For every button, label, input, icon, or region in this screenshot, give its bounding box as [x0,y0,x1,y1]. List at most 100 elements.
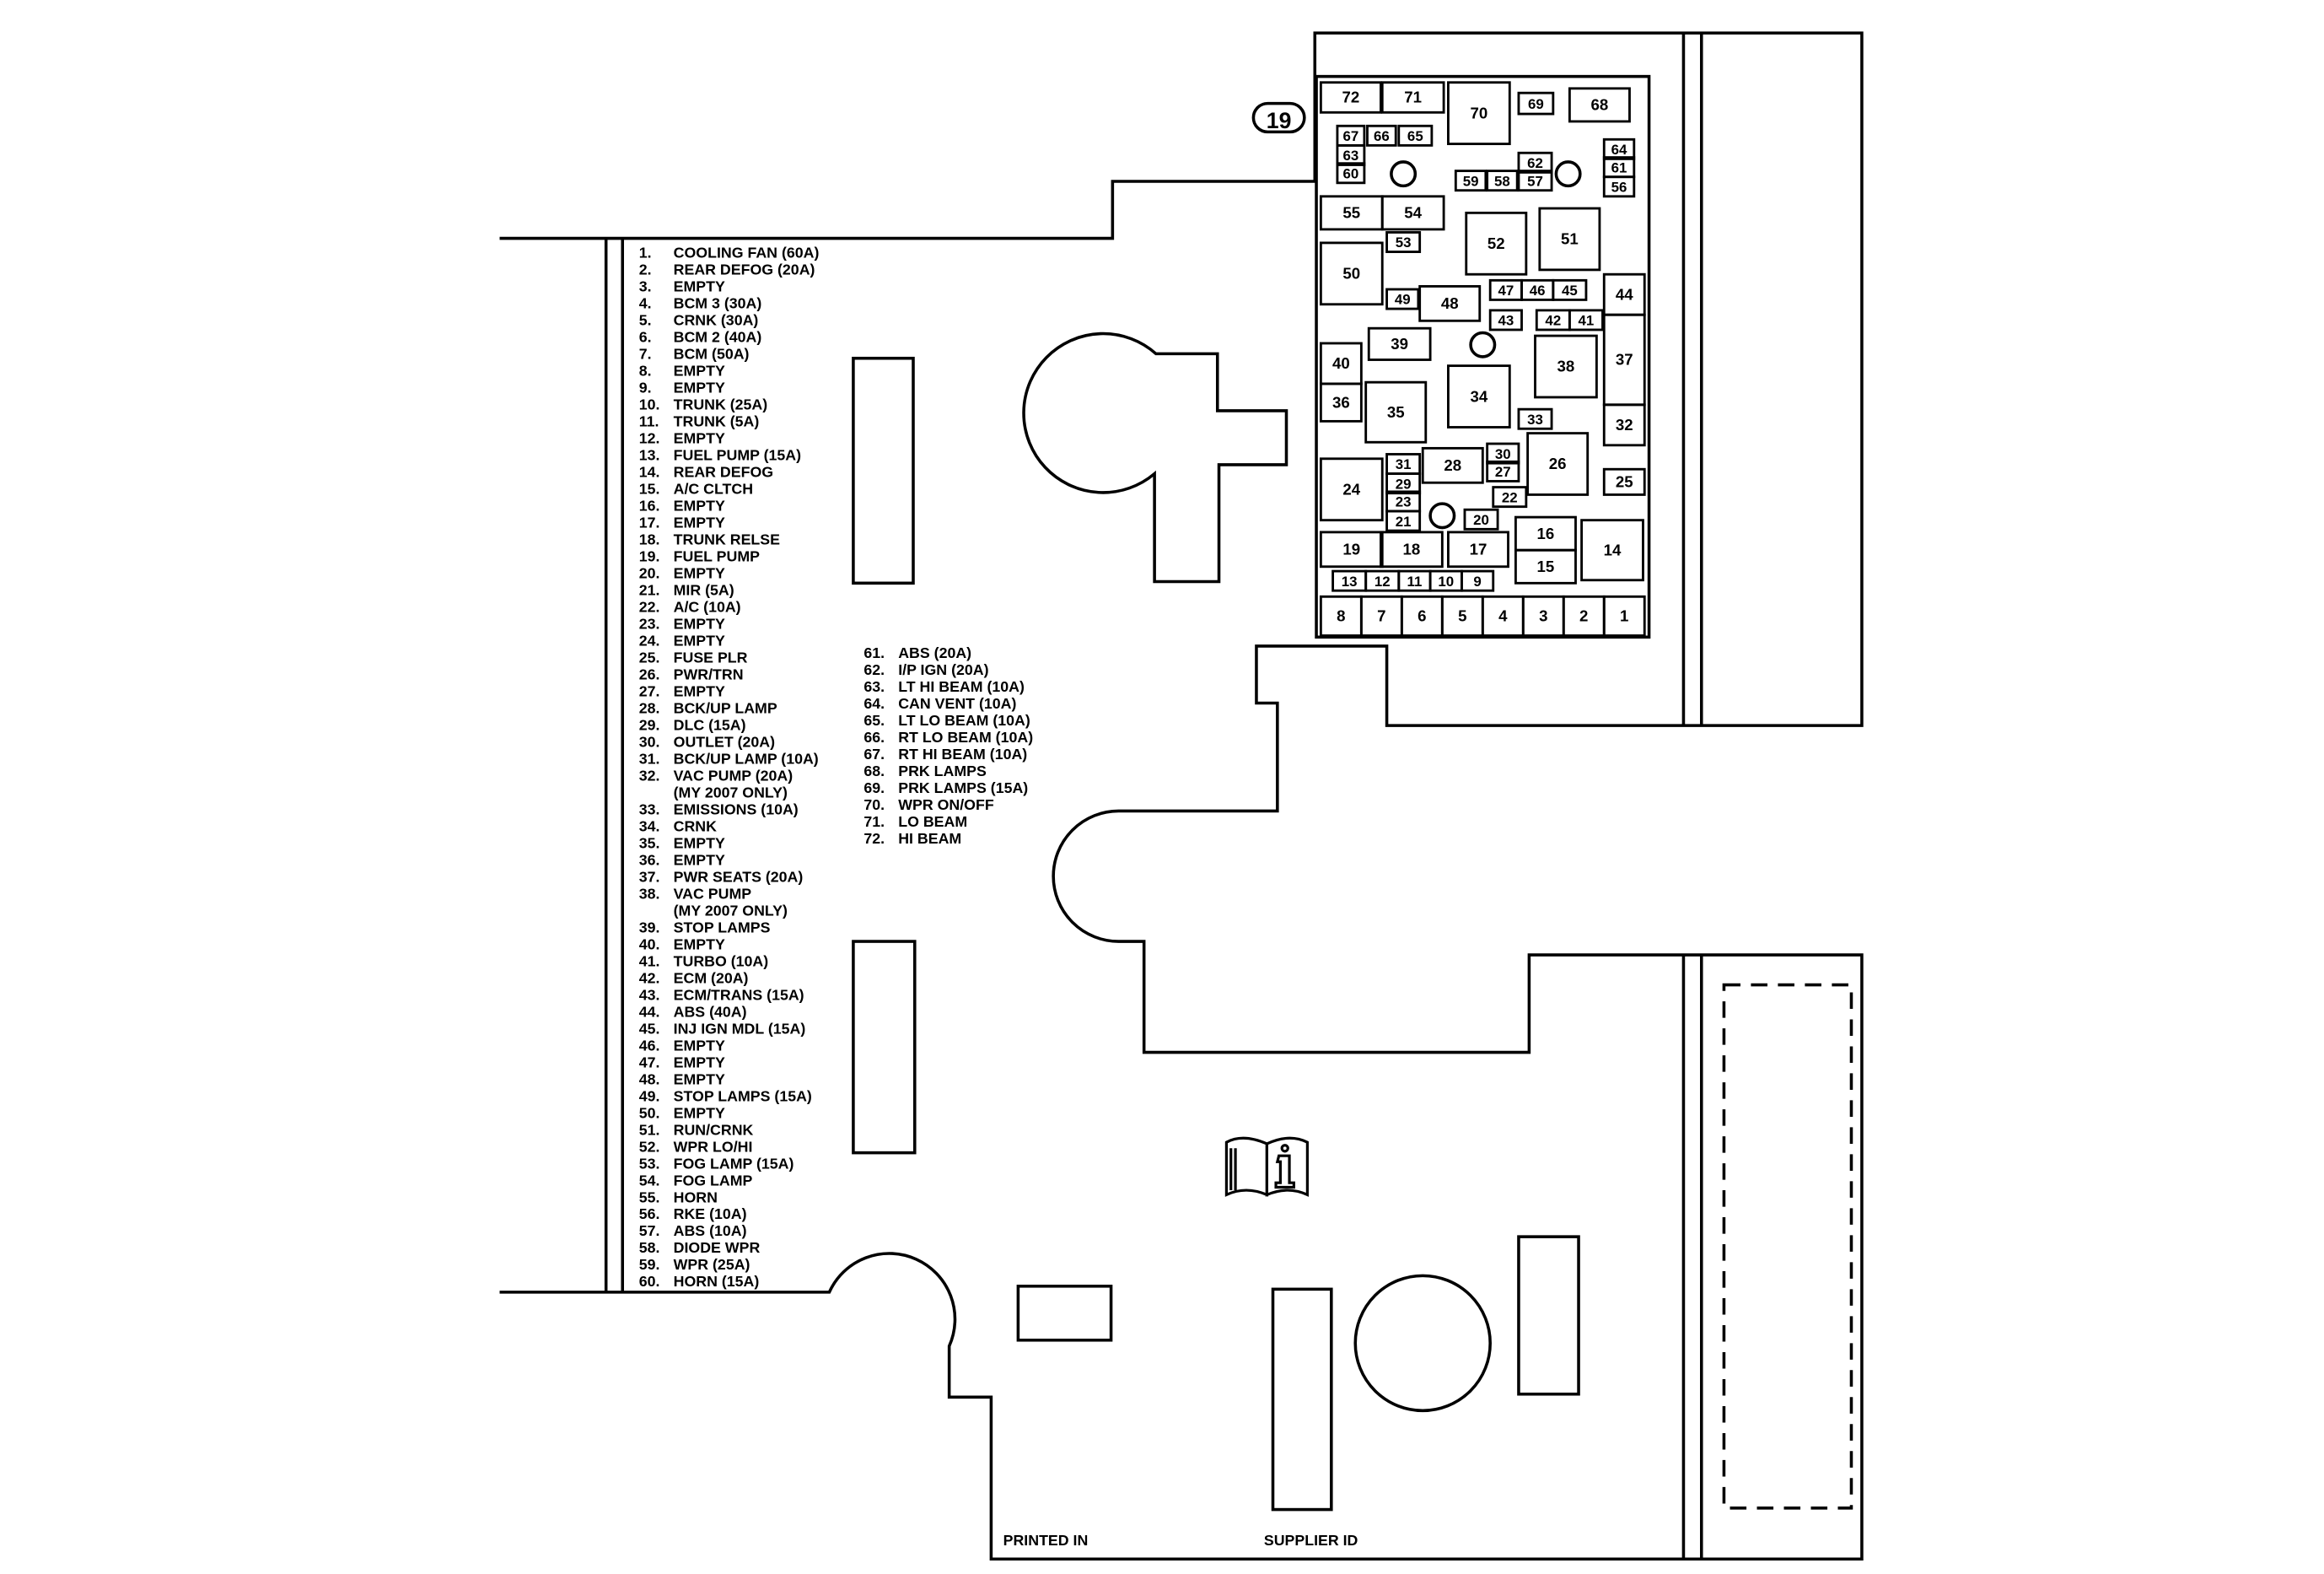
legend-entry: STOP LAMPS [674,919,771,935]
legend-number: 70. [863,796,885,813]
fuse-number-34: 34 [1470,387,1487,405]
fuse-number-68: 68 [1591,96,1609,114]
fuse-slot-36 [1319,382,1363,423]
legend-number: 33. [639,800,660,817]
fuse-slot-21 [1385,509,1422,532]
legend-number: 9. [639,380,652,396]
fuse-number-47: 47 [1498,283,1514,299]
legend-entry: TRUNK (5A) [674,413,760,430]
legend-number: 15. [639,481,660,498]
legend-number: 49. [639,1087,660,1104]
legend-entry: EMISSIONS (10A) [674,800,799,817]
legend-entry: MIR (5A) [674,582,734,599]
legend-number: 2. [639,261,652,278]
legend-entry: EMPTY [674,1070,725,1087]
fuse-slot-58 [1486,170,1519,192]
legend-number: 60. [639,1273,660,1290]
legend-entry: EMPTY [674,515,725,531]
mount-hole [1469,331,1497,358]
fuse-slot-30 [1486,442,1520,465]
fuse-number-46: 46 [1530,283,1546,299]
legend-entry: LT HI BEAM (10A) [898,678,1025,695]
fuse-number-51: 51 [1561,230,1579,248]
legend-number: 42. [639,969,660,986]
legend-number: 17. [639,515,660,531]
fuse-slot-20 [1463,508,1499,531]
legend-entry: PWR/TRN [674,666,744,682]
fuse-slot-72 [1319,81,1382,114]
legend-number: 50. [639,1104,660,1121]
fuse-number-61: 61 [1611,159,1627,175]
fuse-number-26: 26 [1549,455,1567,472]
fuse-block-frame [1315,74,1651,639]
legend-entry: EMPTY [674,1054,725,1070]
legend-entry: VAC PUMP [674,885,752,902]
legend-number: 21. [639,582,660,599]
fuse-number-33: 33 [1527,412,1543,428]
fuse-number-65: 65 [1407,128,1423,144]
legend-number: 63. [863,678,885,695]
fuse-number-54: 54 [1404,204,1422,222]
fuse-slot-29 [1385,472,1422,495]
fuse-slot-15 [1514,548,1577,585]
legend-number: 18. [639,531,660,548]
legend-entry: FUEL PUMP (15A) [674,447,801,464]
fuse-number-40: 40 [1332,354,1350,372]
legend-right-column: 61.ABS (20A)62.I/P IGN (20A)63.LT HI BEA… [863,644,1033,847]
info-book-icon [1224,1136,1309,1197]
legend-number: 3. [639,278,652,295]
legend-entry: CRNK (30A) [674,312,759,329]
legend-number: 53. [639,1155,660,1172]
legend-entry: REAR DEFOG [674,464,773,481]
fuse-number-2: 2 [1579,607,1588,625]
fuse-number-32: 32 [1616,416,1633,434]
fuse-number-43: 43 [1498,313,1514,329]
legend-number: 48. [639,1070,660,1087]
legend-number: 72. [863,830,885,847]
legend-entry: DLC (15A) [674,716,746,733]
fuse-number-17: 17 [1470,541,1487,558]
legend-number: 26. [639,666,660,682]
callout-bubble [1251,101,1306,134]
legend-entry: HI BEAM [898,830,961,847]
fuse-slot-38 [1534,334,1598,399]
legend-number: 52. [639,1138,660,1155]
legend-number: 65. [863,712,885,729]
fuse-slot-34 [1447,364,1511,429]
legend-entry: CRNK [674,817,717,834]
slot-lower-left [852,940,917,1155]
legend-number: 27. [639,682,660,699]
fuse-number-28: 28 [1444,456,1461,474]
legend-entry: HORN (15A) [674,1273,760,1290]
fuse-number-66: 66 [1374,128,1390,144]
legend-entry: RUN/CRNK [674,1121,754,1138]
legend-number: 39. [639,919,660,935]
mount-hole [1428,502,1456,530]
legend-entry: RT HI BEAM (10A) [898,746,1027,763]
fuse-number-31: 31 [1396,456,1412,472]
legend-entry: TRUNK (25A) [674,396,768,413]
fuse-slot-54 [1380,195,1445,231]
fuse-number-8: 8 [1337,607,1345,625]
fuse-number-15: 15 [1537,558,1555,575]
fuse-number-41: 41 [1579,313,1595,329]
legend-number: 5. [639,312,652,329]
legend-number: 29. [639,716,660,733]
fuse-number-67: 67 [1343,128,1359,144]
fuse-slot-24 [1319,457,1384,522]
fuse-number-22: 22 [1502,489,1518,505]
fuse-slot-33 [1517,407,1553,430]
legend-entry: EMPTY [674,1104,725,1121]
legend-entry: TRUNK RELSE [674,531,780,548]
fuse-number-58: 58 [1494,173,1510,189]
fuse-slot-14 [1580,519,1644,582]
fuse-number-39: 39 [1391,335,1408,353]
legend-entry: ABS (20A) [898,644,971,661]
legend-number: 67. [863,746,885,763]
legend-entry: HORN [674,1189,718,1205]
legend-number: 51. [639,1121,660,1138]
mount-hole [1554,160,1582,188]
fuse-slot-17 [1447,531,1509,569]
